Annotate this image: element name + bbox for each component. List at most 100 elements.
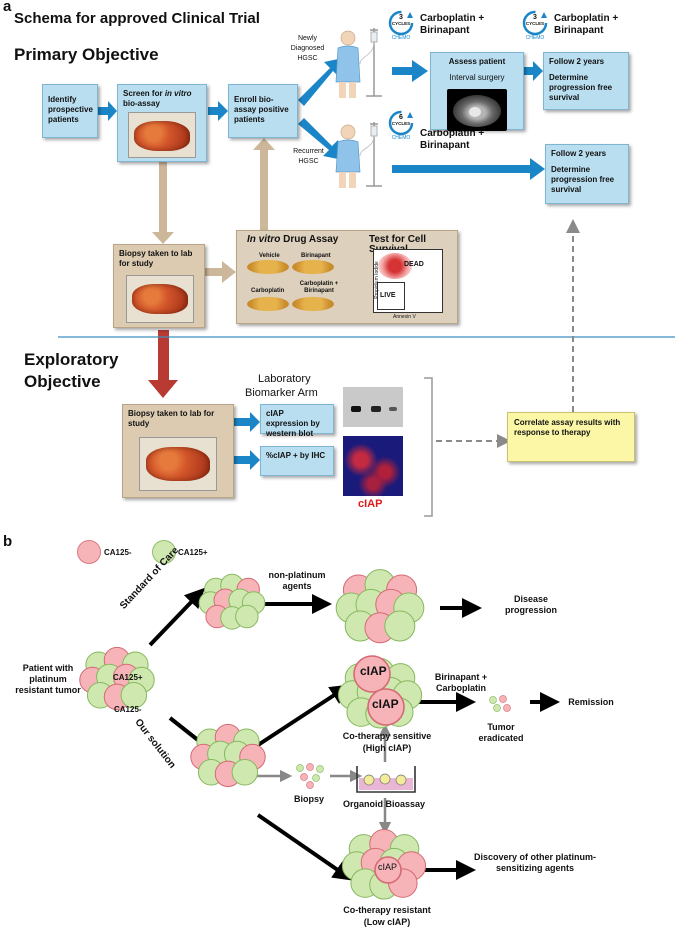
legend-ca125-pos: CA125+ (178, 548, 208, 557)
solution-tumor-cell (231, 759, 259, 786)
biri-carbo-label: Birinapant + Carboplatin (434, 672, 488, 693)
screen-text-1: Screen for (123, 89, 163, 98)
legend-ca125-neg-swatch (77, 540, 101, 564)
arrow-to-sensitive (256, 684, 351, 747)
biopsy-box-2: Biopsy taken to lab for study (122, 404, 234, 498)
exploratory-heading-1: Exploratory (24, 350, 119, 369)
chemo-cycles-word-bottom: CYCLES (391, 121, 411, 126)
tumor-sample-3 (146, 447, 210, 481)
well-carbo-biri (292, 297, 334, 311)
organoid-label: Organoid Bioassay (342, 799, 426, 809)
chemo-cycles-word-right: CYCLES (525, 21, 545, 26)
ciap-label-2: cIAP (372, 697, 399, 711)
chemo-cycles-word-top: CYCLES (391, 21, 411, 26)
follow-box-bottom: Follow 2 years Determine progression fre… (545, 144, 629, 204)
newly-diagnosed-label: Newly Diagnosed HGSC (290, 35, 325, 62)
ciap-ihc-box: %cIAP + by IHC (260, 446, 334, 476)
organoid-dish (356, 766, 416, 793)
biopsy-label: Biopsy (293, 794, 324, 804)
drug-assay-title-text: Drug Assay (283, 234, 339, 245)
arrow-standard-of-care (148, 587, 205, 647)
live-label: LIVE (380, 292, 396, 299)
non-platinum-label: non-platinum agents (268, 570, 326, 591)
drug-assay-box: In vitro Drug Assay Test for Cell Surviv… (236, 230, 458, 324)
birinapant-label: Birinapant (301, 253, 331, 259)
ciap-label-1: cIAP (360, 664, 387, 678)
drug-label-top: Carboplatin + Birinapant (420, 13, 485, 36)
dead-population (378, 253, 412, 279)
patient-tumor-cell (120, 682, 148, 709)
western-blot-image (343, 387, 403, 427)
tumor-photo-3 (139, 437, 217, 491)
biopsy-fragments (296, 763, 324, 789)
remission-label: Remission (568, 697, 614, 707)
tumor-photo-2 (126, 275, 194, 323)
carboplatin-label: Carboplatin (251, 288, 285, 294)
drug-assay-title-italic: In vitro (247, 234, 281, 245)
tan-arrow-biopsy-assay (205, 261, 236, 283)
vehicle-label: Vehicle (259, 253, 280, 259)
assess-patient-box: Assess patient Interval surgery (430, 52, 524, 131)
ciap-red-label: cIAP (358, 498, 383, 510)
well-birinapant (292, 260, 334, 274)
low-ciap-label: (Low cIAP) (363, 917, 411, 927)
chemo-cycle-icon-bottom: 6 CYCLES CHEMO (386, 108, 416, 141)
lab-arm-title-1: Laboratory (258, 373, 311, 385)
determine-text-top: Determine progression free survival (549, 73, 613, 102)
blue-arrow-newly-assess (392, 60, 428, 82)
drug-label-bottom: Carboplatin + Birinapant (420, 128, 485, 151)
biomarker-bracket (424, 377, 433, 517)
chemo-cycle-icon-right: 3 CYCLES CHEMO (520, 8, 550, 41)
screen-box: Screen for in vitro bio-assay (117, 84, 207, 162)
correlate-box: Correlate assay results with response to… (507, 412, 635, 462)
well-carboplatin (247, 297, 289, 311)
blue-arrow-enroll-recurrent (298, 118, 343, 160)
blue-arrow-enroll-newly (298, 58, 343, 106)
follow-box-top: Follow 2 years Determine progression fre… (543, 52, 629, 110)
ciap-label-3: cIAP (378, 862, 398, 872)
tumor-photo-1 (128, 112, 196, 158)
chemo-word-top: CHEMO (391, 35, 411, 41)
ca125-neg-cell-label: CA125- (114, 705, 142, 714)
lab-arm-title-2: Biomarker Arm (245, 387, 318, 399)
eradicated-fragments (489, 695, 511, 712)
cotherapy-resistant-label: Co-therapy resistant (343, 905, 431, 915)
ciap-ihc-text: %cIAP + by IHC (266, 451, 326, 460)
patient-figure-bottom (335, 122, 382, 188)
arrow-to-resistant (256, 813, 354, 881)
patient-figure-top (335, 28, 382, 98)
blue-arrow-assess-follow (524, 61, 543, 81)
carbo-biri-label: Carboplatin + Birinapant (299, 281, 339, 294)
legend-ca125-pos-swatch (152, 540, 176, 564)
biopsy-text-1: Biopsy taken to lab for study (119, 249, 193, 268)
interval-surgery-text: Interval surgery (449, 73, 505, 82)
identify-box: Identify prospective patients (42, 84, 98, 138)
ciap-western-box: cIAP expression by western blot (260, 404, 334, 438)
tan-arrow-assay-enroll (253, 138, 275, 232)
tan-arrow-screen-biopsy (152, 162, 174, 244)
panel-a-title: Schema for approved Clinical Trial (14, 10, 260, 27)
ihc-image (343, 436, 403, 496)
enroll-text: Enroll bio-assay positive patients (234, 95, 289, 124)
live-gate (377, 282, 405, 310)
assess-patient-text: Assess patient (448, 57, 506, 66)
correlate-text: Correlate assay results with response to… (514, 418, 621, 437)
legend-ca125-neg: CA125- (104, 548, 132, 557)
high-ciap-label: (High cIAP) (362, 743, 412, 753)
progressed-tumor-cell (384, 610, 416, 642)
tumor-eradicated-label: Tumor eradicated (478, 722, 524, 743)
chemo-word-right: CHEMO (525, 35, 545, 41)
biopsy-text-2: Biopsy taken to lab for study (128, 409, 215, 428)
screen-text-2: bio-assay (123, 99, 160, 108)
panel-b-letter: b (3, 533, 13, 550)
blue-arrow-ciap-western (234, 412, 260, 432)
chemo-word-bottom: CHEMO (391, 135, 411, 141)
panel-a-letter: a (3, 0, 12, 15)
tumor-sample-1 (134, 121, 190, 151)
blue-arrow-identify-screen (98, 101, 117, 121)
resistant-ciap-cell (374, 856, 402, 884)
flow-axis-x: Annexin V (393, 314, 416, 320)
discovery-label: Discovery of other platinum-sensitizing … (473, 852, 597, 873)
sensitive-ciap-cell-1 (353, 655, 391, 693)
